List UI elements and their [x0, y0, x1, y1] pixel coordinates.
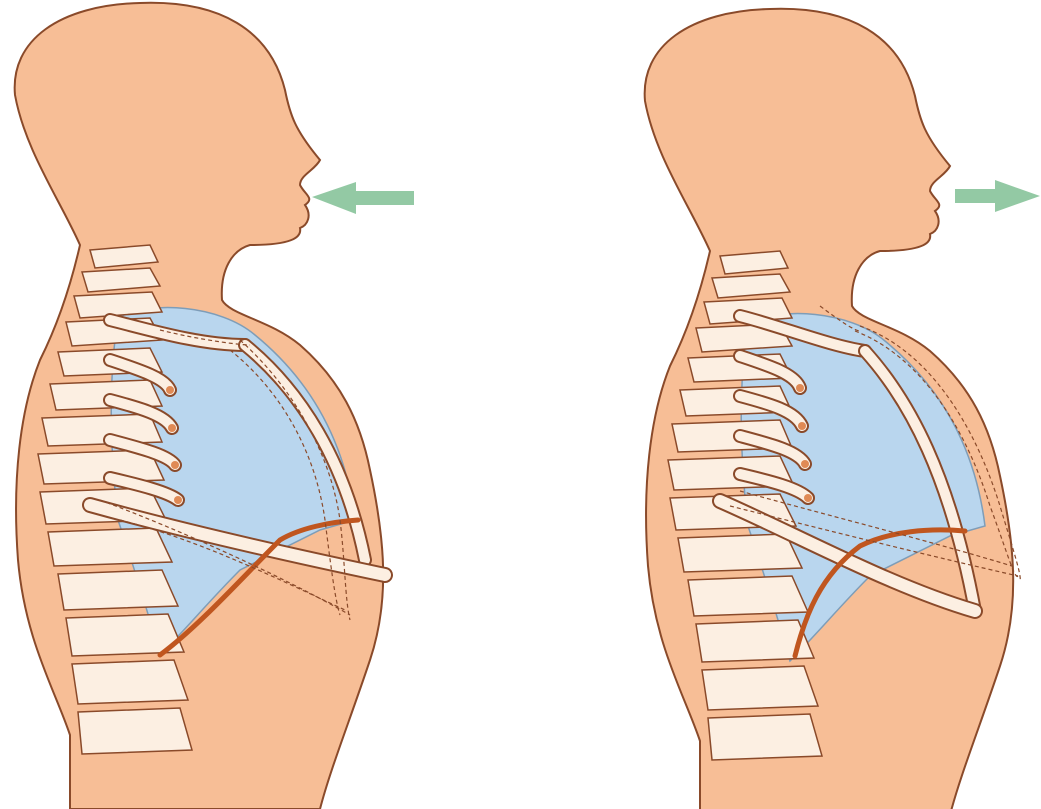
exhalation-panel [645, 9, 1040, 809]
inhalation-panel [15, 3, 414, 809]
arrow-right-icon [955, 180, 1040, 212]
arrow-left-icon [312, 182, 414, 214]
